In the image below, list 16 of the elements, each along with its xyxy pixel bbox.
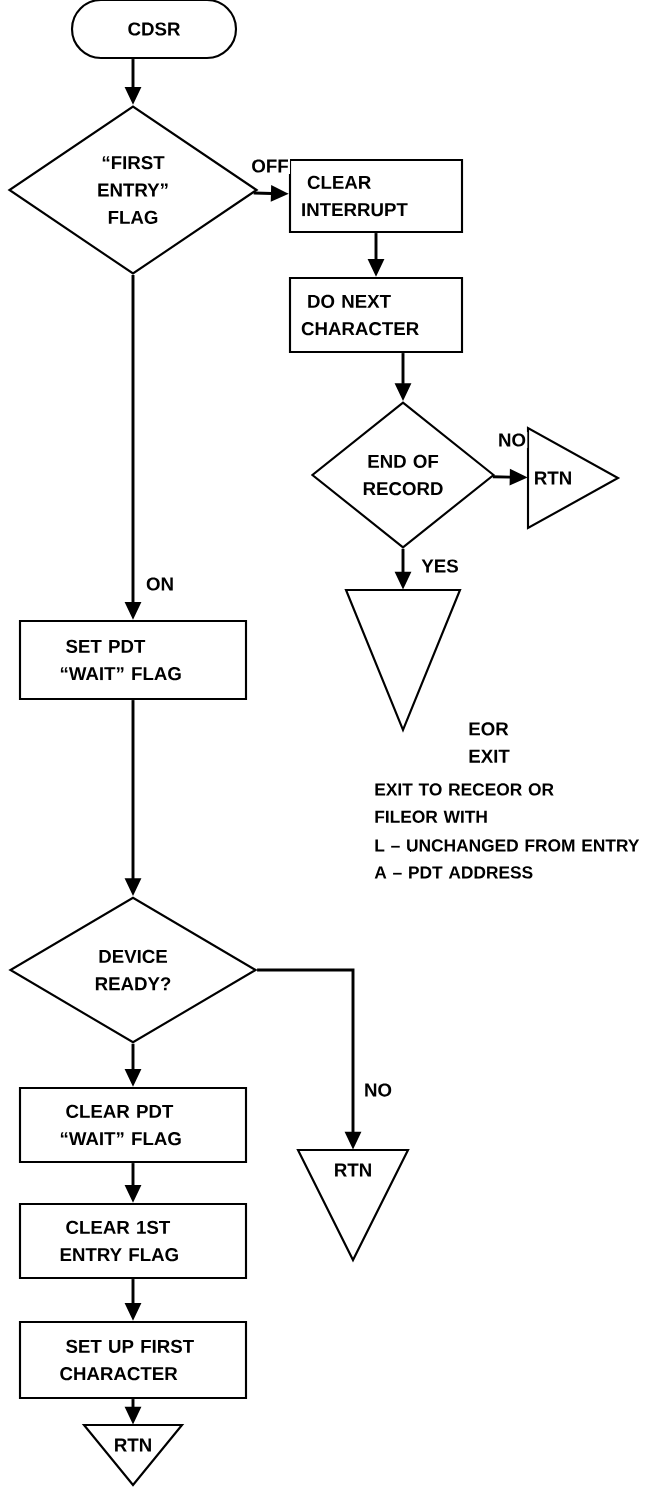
edge-label: ON <box>144 576 176 592</box>
edge-label: YES <box>420 558 460 574</box>
note-text: L – UNCHANGED FROM ENTRY <box>375 839 640 852</box>
note-text: A – PDT ADDRESS <box>374 866 533 879</box>
process-box: CLEAR PDT “WAIT” FLAG <box>18 1086 248 1164</box>
note-text: EXIT TO RECEOR OR FILEOR WITH <box>375 783 554 823</box>
edge-label: OFF <box>250 158 290 174</box>
edge-label: NO <box>362 1082 394 1098</box>
edge-label: NO <box>496 432 528 448</box>
process-box: SET PDT “WAIT” FLAG <box>18 619 248 701</box>
process-box: DO NEXT CHARACTER <box>288 276 464 354</box>
process-box: CLEAR INTERRUPT <box>288 158 464 234</box>
process-box: SET UP FIRST CHARACTER <box>18 1320 248 1400</box>
process-box: CLEAR 1ST ENTRY FLAG <box>18 1202 248 1280</box>
start-terminal: CDSR <box>70 0 238 60</box>
beside-text: EOR EXIT <box>469 722 510 763</box>
